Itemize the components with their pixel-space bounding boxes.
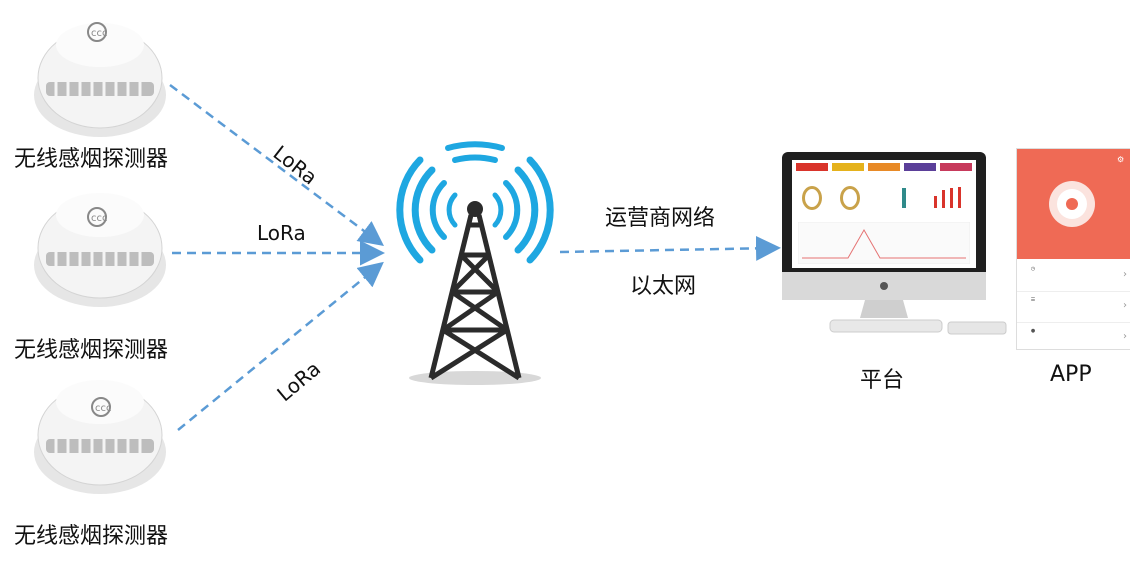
- chevron-right-icon: ›: [1123, 331, 1127, 342]
- detector-label: 无线感烟探测器: [14, 147, 169, 172]
- platform-dashboard-screenshot: [792, 160, 976, 268]
- chevron-right-icon: ›: [1123, 269, 1127, 280]
- contact-icon: ●: [1030, 328, 1036, 334]
- flame-icon: [1066, 198, 1078, 210]
- dashboard-line-chart: [798, 222, 970, 264]
- smoke-detector-icon: ccc: [34, 22, 166, 137]
- svg-text:ccc: ccc: [91, 213, 108, 224]
- svg-text:ccc: ccc: [95, 403, 112, 414]
- dashboard-bar: [942, 190, 945, 208]
- smoke-detector-icon: ccc: [34, 380, 166, 494]
- dashboard-donut: [802, 186, 822, 210]
- dashboard-tile: [832, 163, 864, 171]
- app-header: ⚙: [1017, 149, 1130, 259]
- list-icon: ☰: [1030, 297, 1036, 303]
- dashboard-bar: [950, 188, 953, 208]
- dashboard-tile: [868, 163, 900, 171]
- link-label-middle: LoRa: [257, 221, 306, 245]
- app-list-item: ●›: [1017, 323, 1130, 349]
- lora-arrow-bottom: [177, 261, 384, 431]
- smoke-detector-icon: ccc: [34, 193, 166, 307]
- chevron-right-icon: ›: [1123, 300, 1127, 311]
- detector-label: 无线感烟探测器: [14, 338, 169, 363]
- settings-icon: ⚙: [1117, 155, 1125, 164]
- network-arrow: [559, 235, 781, 261]
- app-label: APP: [1050, 362, 1092, 387]
- dashboard-tile: [904, 163, 936, 171]
- history-icon: ◷: [1030, 266, 1036, 272]
- dashboard-donut: [840, 186, 860, 210]
- app-list-item: ☰›: [1017, 292, 1130, 323]
- app-screenshot: ⚙ ◷› ☰› ●›: [1016, 148, 1130, 350]
- detector-label: 无线感烟探测器: [14, 524, 169, 549]
- dashboard-bar: [902, 188, 906, 208]
- dashboard-tile: [796, 163, 828, 171]
- dashboard-tile: [940, 163, 972, 171]
- network-label-carrier: 运营商网络: [605, 206, 716, 231]
- app-list-item: ◷›: [1017, 261, 1130, 292]
- network-label-ethernet: 以太网: [630, 274, 697, 299]
- dashboard-bar: [958, 187, 961, 208]
- platform-label: 平台: [860, 368, 905, 393]
- dashboard-bar: [934, 196, 937, 208]
- cell-tower-icon: [396, 141, 554, 385]
- svg-text:ccc: ccc: [91, 28, 108, 39]
